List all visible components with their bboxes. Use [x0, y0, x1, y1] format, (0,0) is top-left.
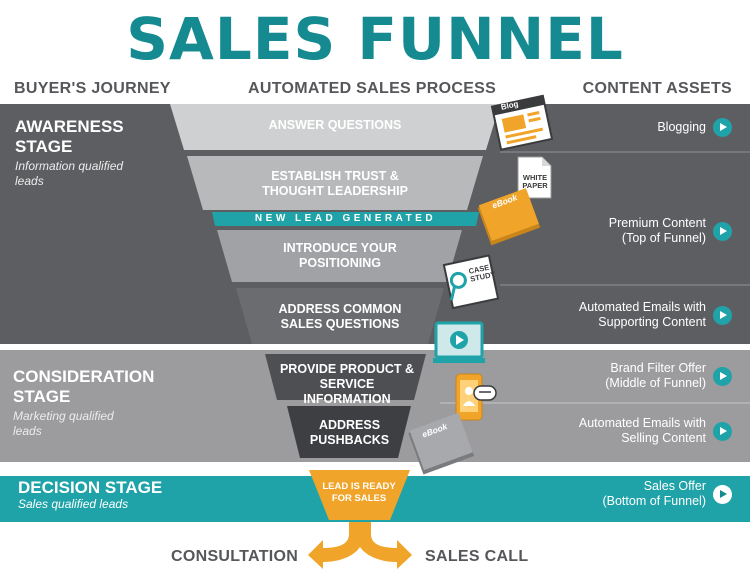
awareness-stage-title: AWARENESS STAGE — [15, 117, 124, 156]
asset-blogging-line1: Blogging — [657, 120, 706, 134]
funnel-layer-2 — [187, 156, 483, 210]
header-content-assets: CONTENT ASSETS — [582, 80, 732, 97]
new-lead-band — [212, 212, 479, 226]
header-buyers-journey: BUYER'S JOURNEY — [14, 80, 171, 97]
funnel-layer-6 — [287, 406, 411, 458]
asset-brand-filter-offer: Brand Filter Offer (Middle of Funnel) — [605, 361, 706, 391]
decision-stage: DECISION STAGE Sales qualified leads — [18, 479, 258, 512]
asset-sales-offer-line2: (Bottom of Funnel) — [602, 494, 706, 508]
asset-automated-emails-supporting-line1: Automated Emails with — [578, 300, 706, 314]
funnel-step-introduce-positioning: INTRODUCE YOUR POSITIONING — [283, 241, 397, 270]
case-study-icon — [442, 254, 500, 310]
funnel-layer-5 — [265, 354, 426, 400]
asset-automated-emails-selling: Automated Emails with Selling Content — [579, 416, 706, 446]
ebook-icon — [477, 188, 541, 246]
asset-sales-offer: Sales Offer (Bottom of Funnel) — [602, 479, 706, 509]
asset-premium-content: Premium Content (Top of Funnel) — [609, 216, 706, 246]
funnel-step-lead-ready: LEAD IS READY FOR SALES — [322, 481, 396, 504]
funnel-layer-3 — [217, 230, 462, 282]
decision-stage-title: DECISION STAGE — [18, 478, 163, 497]
asset-sales-offer-line1: Sales Offer — [643, 479, 706, 493]
consideration-stage-subtitle: Marketing qualified leads — [13, 409, 114, 438]
funnel-step-address-pushbacks: ADDRESS PUSHBACKS — [309, 418, 390, 447]
awareness-stage: AWARENESS STAGE Information qualified le… — [15, 117, 165, 189]
play-icon[interactable] — [713, 306, 732, 325]
play-icon[interactable] — [713, 367, 732, 386]
asset-brand-filter-offer-line2: (Middle of Funnel) — [605, 376, 706, 390]
awareness-stage-subtitle: Information qualified leads — [15, 159, 124, 188]
white-paper-icon-label: WHITE PAPER — [522, 173, 548, 190]
funnel-step-address-sales-questions: ADDRESS COMMON SALES QUESTIONS — [278, 302, 402, 331]
video-monitor-icon — [433, 321, 485, 363]
phone-chat-icon — [455, 373, 497, 421]
outcome-consultation: CONSULTATION — [171, 548, 299, 565]
asset-premium-content-line1: Premium Content — [608, 216, 706, 230]
funnel-layer-1 — [170, 104, 500, 150]
funnel-step-establish-trust: ESTABLISH TRUST & THOUGHT LEADERSHIP — [262, 169, 408, 198]
asset-automated-emails-selling-line2: Selling Content — [621, 431, 706, 445]
play-icon[interactable] — [713, 222, 732, 241]
asset-premium-content-line2: (Top of Funnel) — [621, 231, 706, 245]
funnel-layer-4 — [236, 288, 444, 344]
asset-automated-emails-selling-line1: Automated Emails with — [578, 416, 706, 430]
outcome-sales-call: SALES CALL — [425, 548, 529, 565]
asset-blogging: Blogging — [657, 120, 706, 135]
asset-automated-emails-supporting-line2: Supporting Content — [598, 315, 706, 329]
blog-icon — [490, 94, 554, 151]
play-icon[interactable] — [713, 485, 732, 504]
funnel-layer-7 — [309, 470, 410, 520]
split-arrow — [308, 522, 412, 569]
play-icon[interactable] — [713, 422, 732, 441]
funnel-step-answer-questions: ANSWER QUESTIONS — [268, 118, 402, 132]
ebook-grey-icon — [408, 412, 475, 475]
new-lead-generated-label: NEW LEAD GENERATED — [254, 213, 437, 224]
asset-brand-filter-offer-line1: Brand Filter Offer — [610, 361, 706, 375]
consideration-stage: CONSIDERATION STAGE Marketing qualified … — [13, 367, 163, 439]
asset-automated-emails-supporting: Automated Emails with Supporting Content — [579, 300, 706, 330]
header-automated-sales-process: AUTOMATED SALES PROCESS — [248, 80, 497, 97]
consideration-stage-title: CONSIDERATION STAGE — [13, 367, 155, 406]
play-icon[interactable] — [713, 118, 732, 137]
decision-stage-subtitle: Sales qualified leads — [18, 497, 129, 511]
diagram-title: SALES FUNNEL — [126, 5, 624, 73]
funnel-step-product-service-info: PROVIDE PRODUCT & SERVICE INFORMATION — [279, 362, 415, 406]
